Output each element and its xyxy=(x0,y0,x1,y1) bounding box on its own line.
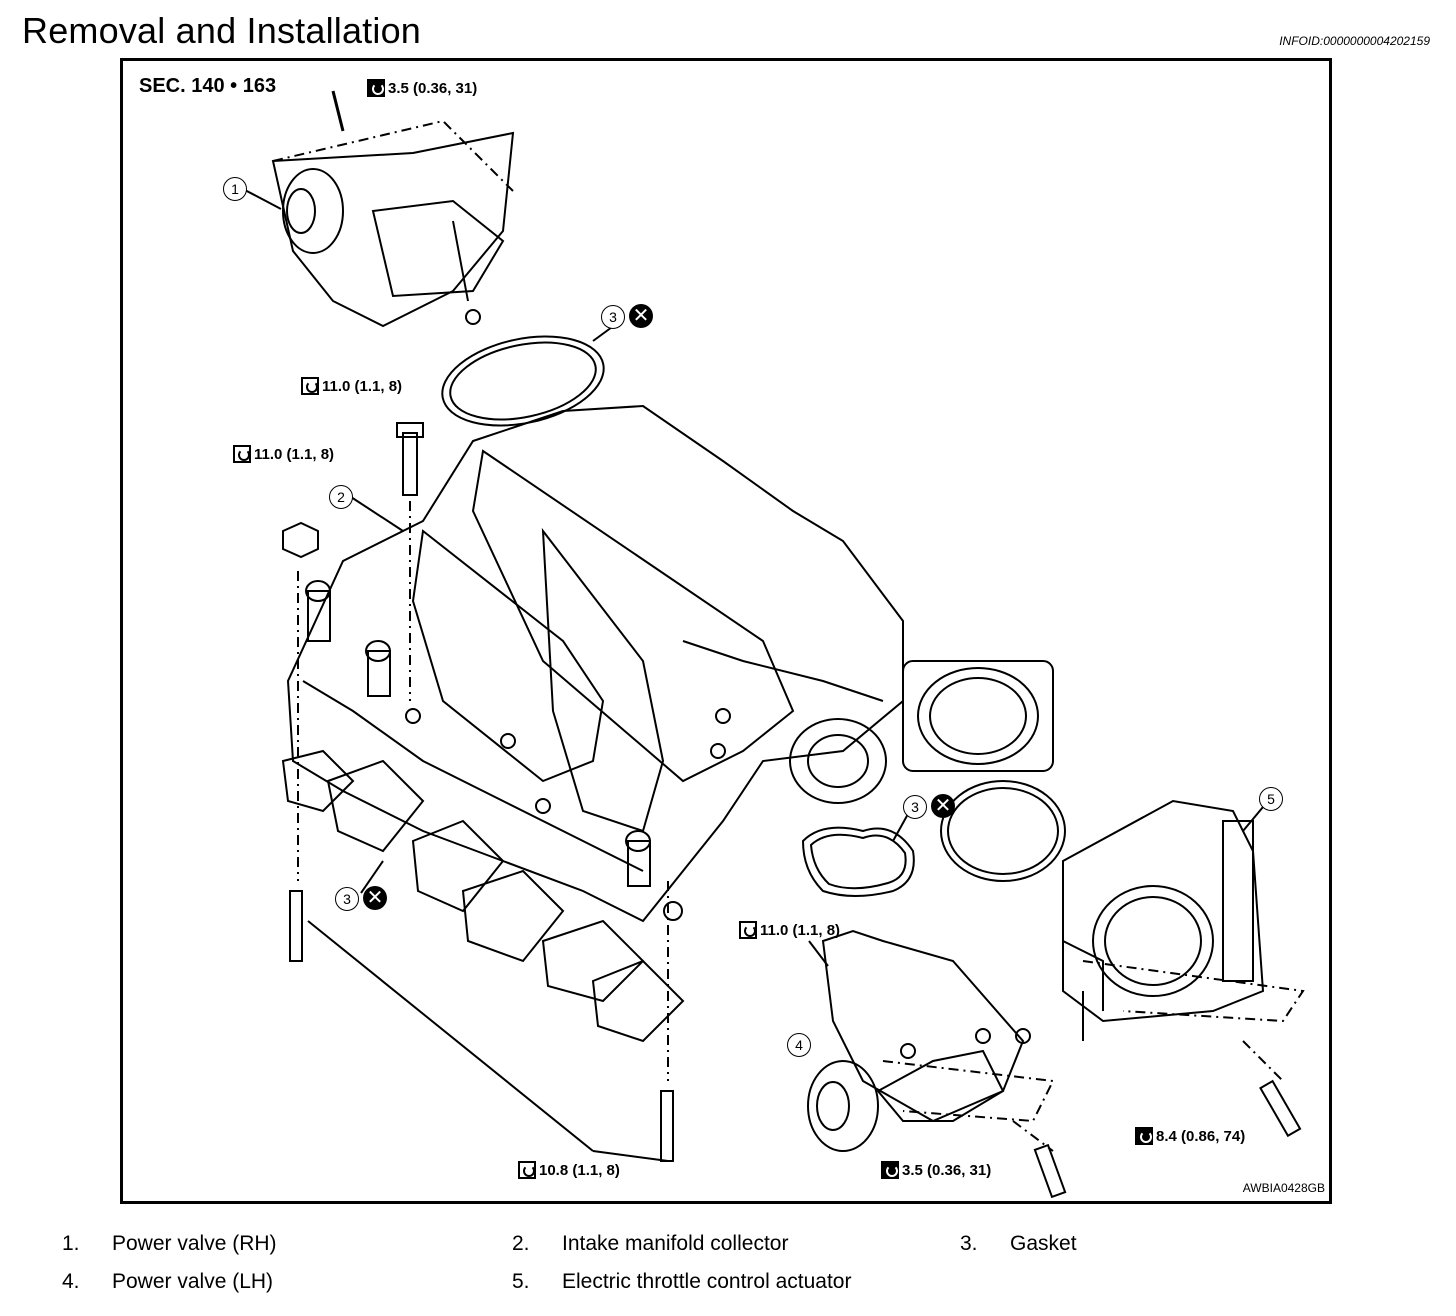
legend-item: 2.Intake manifold collector xyxy=(512,1232,789,1255)
callout-3: 3 xyxy=(903,795,927,819)
lower-gasket-drawing xyxy=(281,749,685,1043)
power-valve-rh-drawing xyxy=(271,131,515,328)
callout-3: 3 xyxy=(601,305,625,329)
replace-x-icon: ✕ xyxy=(363,886,387,910)
torque-wrench-icon xyxy=(739,921,757,939)
callout-5: 5 xyxy=(1259,787,1283,811)
page-title: Removal and Installation xyxy=(22,10,422,51)
torque-spec: 8.4 (0.86, 74) xyxy=(1135,1127,1245,1145)
callout-3: 3 xyxy=(335,887,359,911)
diagram-drawing xyxy=(242,90,1305,1199)
section-label: SEC. 140 • 163 xyxy=(139,75,277,97)
torque-wrench-icon xyxy=(301,377,319,395)
callout-4: 4 xyxy=(787,1033,811,1057)
callout-1: 1 xyxy=(223,177,247,201)
torque-wrench-icon xyxy=(1135,1127,1153,1145)
torque-wrench-icon xyxy=(367,79,385,97)
callout-2: 2 xyxy=(329,485,353,509)
legend-item: 4.Power valve (LH) xyxy=(62,1270,274,1293)
torque-spec: 3.5 (0.36, 31) xyxy=(881,1161,991,1179)
intake-manifold-drawing xyxy=(286,404,904,923)
replace-x-icon: ✕ xyxy=(931,794,955,818)
power-valve-lh-drawing xyxy=(807,929,1031,1152)
throttle-body-drawing xyxy=(1062,799,1265,1041)
legend-item: 3.Gasket xyxy=(960,1232,1077,1255)
torque-spec: 11.0 (1.1, 8) xyxy=(739,921,840,939)
torque-spec: 11.0 (1.1, 8) xyxy=(301,377,402,395)
torque-wrench-icon xyxy=(518,1161,536,1179)
exploded-diagram: SEC. 140 • 163 3.5 (0.36, 31) 11.0 (1.1,… xyxy=(120,58,1332,1204)
info-id: INFOID:0000000004202159 xyxy=(1279,34,1430,48)
torque-spec: 11.0 (1.1, 8) xyxy=(233,445,334,463)
torque-spec: 10.8 (1.1, 8) xyxy=(518,1161,620,1179)
legend-item: 1.Power valve (RH) xyxy=(62,1232,277,1255)
torque-spec: 3.5 (0.36, 31) xyxy=(367,79,477,97)
figure-code: AWBIA0428GB xyxy=(1242,1181,1325,1195)
torque-wrench-icon xyxy=(233,445,251,463)
torque-wrench-icon xyxy=(881,1161,899,1179)
replace-x-icon: ✕ xyxy=(629,304,653,328)
legend-item: 5.Electric throttle control actuator xyxy=(512,1270,852,1293)
